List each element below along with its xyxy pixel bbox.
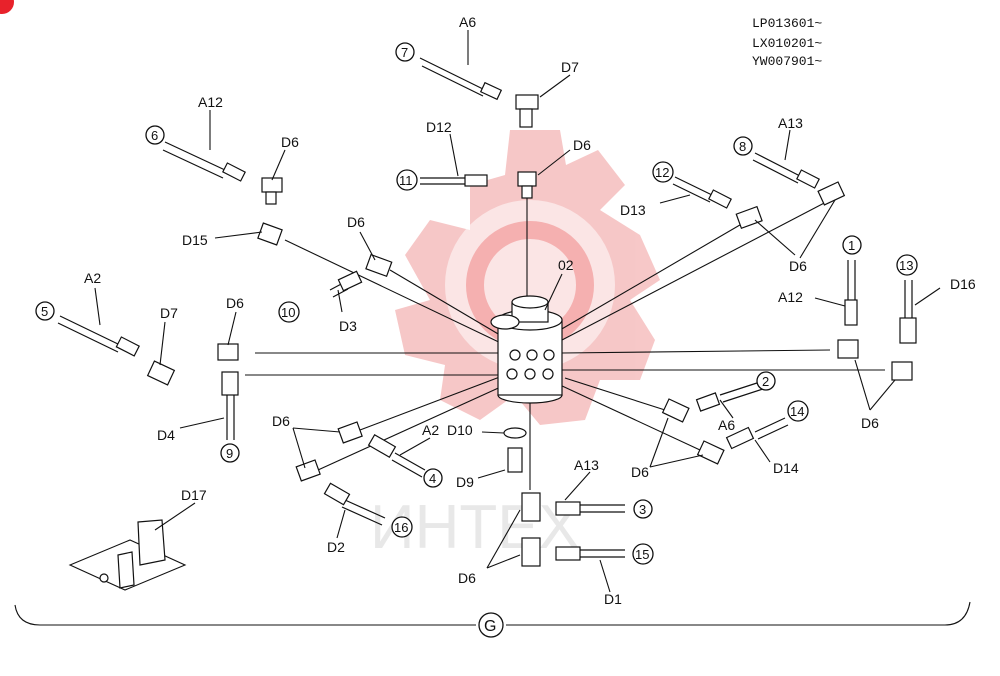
callout-11-text: 11 bbox=[399, 173, 413, 188]
callout-5-text: 5 bbox=[41, 304, 48, 319]
callout-2: 2 bbox=[756, 371, 776, 391]
serial-1: LP013601~ bbox=[752, 16, 822, 31]
hose-assemblies bbox=[57, 57, 917, 561]
callout-8-text: 8 bbox=[739, 139, 746, 154]
label-d4: D4 bbox=[157, 427, 175, 443]
callout-12: 12 bbox=[652, 161, 674, 183]
label-d6-right: D6 bbox=[861, 415, 879, 431]
callout-15-text: 15 bbox=[635, 547, 649, 562]
callout-16: 16 bbox=[391, 516, 413, 538]
callout-16-text: 16 bbox=[394, 520, 408, 535]
callout-10-text: 10 bbox=[281, 305, 295, 320]
label-d14: D14 bbox=[773, 460, 799, 476]
label-a2-left: A2 bbox=[84, 270, 101, 286]
label-a13-bottom: A13 bbox=[574, 457, 599, 473]
label-d1: D1 bbox=[604, 591, 622, 607]
label-d16: D16 bbox=[950, 276, 976, 292]
label-d9: D9 bbox=[456, 474, 474, 490]
callout-13: 13 bbox=[896, 254, 918, 276]
label-a6-top: A6 bbox=[459, 14, 476, 30]
center-block-label: 02 bbox=[558, 257, 574, 273]
label-d15: D15 bbox=[182, 232, 208, 248]
leader-lines bbox=[94, 30, 941, 593]
label-d17: D17 bbox=[181, 487, 207, 503]
label-d2: D2 bbox=[327, 539, 345, 555]
label-d7-top: D7 bbox=[561, 59, 579, 75]
callout-6-text: 6 bbox=[151, 128, 158, 143]
elbow-fittings bbox=[146, 94, 913, 567]
callout-6: 6 bbox=[145, 125, 165, 145]
label-a12-left: A12 bbox=[198, 94, 223, 110]
group-bracket bbox=[14, 601, 971, 626]
callout-9: 9 bbox=[220, 443, 240, 463]
callout-11: 11 bbox=[396, 169, 418, 191]
callout-9-text: 9 bbox=[226, 446, 233, 461]
label-d7-left: D7 bbox=[160, 305, 178, 321]
callout-7-text: 7 bbox=[401, 45, 408, 60]
callout-4-text: 4 bbox=[429, 471, 436, 486]
group-label: G bbox=[484, 618, 496, 635]
callout-7: 7 bbox=[395, 42, 415, 62]
label-a2-mid: A2 bbox=[422, 422, 439, 438]
label-d6-lower-left: D6 bbox=[272, 413, 290, 429]
callout-2-text: 2 bbox=[762, 374, 769, 389]
label-d13: D13 bbox=[620, 202, 646, 218]
label-a6-right: A6 bbox=[718, 417, 735, 433]
distribution-block bbox=[490, 295, 563, 404]
callout-10: 10 bbox=[278, 301, 300, 323]
part-labels: A6 D7 A12 D6 D12 D6 D13 A13 D15 D6 D6 A2… bbox=[84, 14, 976, 607]
callout-15: 15 bbox=[632, 543, 654, 565]
label-d3: D3 bbox=[339, 318, 357, 334]
label-d10: D10 bbox=[447, 422, 473, 438]
corner-marker bbox=[0, 0, 14, 14]
label-d6-left2: D6 bbox=[226, 295, 244, 311]
callout-14: 14 bbox=[787, 400, 809, 422]
callout-1-text: 1 bbox=[848, 238, 855, 253]
label-d6-mid: D6 bbox=[347, 214, 365, 230]
label-a12-right: A12 bbox=[778, 289, 803, 305]
label-d6-left: D6 bbox=[281, 134, 299, 150]
callout-3-text: 3 bbox=[639, 502, 646, 517]
label-d6-bottom: D6 bbox=[458, 570, 476, 586]
callout-3: 3 bbox=[633, 499, 653, 519]
callout-12-text: 12 bbox=[655, 165, 669, 180]
callout-14-text: 14 bbox=[790, 404, 804, 419]
label-d6-right-top: D6 bbox=[789, 258, 807, 274]
label-a13-right: A13 bbox=[778, 115, 803, 131]
label-d12: D12 bbox=[426, 119, 452, 135]
callout-13-text: 13 bbox=[899, 258, 913, 273]
clip-bracket bbox=[68, 519, 187, 591]
label-d6-top: D6 bbox=[573, 137, 591, 153]
group-circle bbox=[478, 612, 504, 638]
callout-5: 5 bbox=[35, 301, 55, 321]
label-d6-lower-mid: D6 bbox=[631, 464, 649, 480]
callout-1: 1 bbox=[842, 235, 862, 255]
callout-8: 8 bbox=[733, 136, 753, 156]
callout-4: 4 bbox=[423, 468, 443, 488]
serial-3: YW007901~ bbox=[752, 54, 822, 69]
hose-routes bbox=[245, 195, 885, 490]
serial-2: LX010201~ bbox=[752, 36, 822, 51]
